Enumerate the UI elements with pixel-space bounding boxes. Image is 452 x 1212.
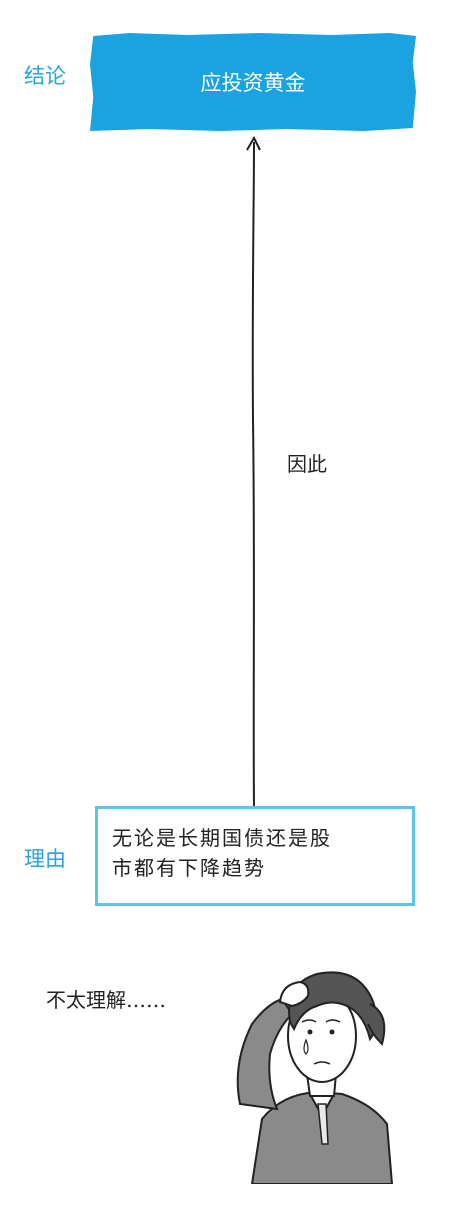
reason-box: 无论是长期国债还是股 市都有下降趋势 [95,806,415,906]
arrow-connector [246,135,261,807]
reason-text-line-1: 无论是长期国债还是股 [112,826,332,850]
confused-thought-text: 不太理解…… [46,988,166,1012]
therefore-label: 因此 [287,452,327,476]
conclusion-text: 应投资黄金 [200,71,306,95]
reason-text-line-2: 市都有下降趋势 [112,856,266,880]
arrow-head [246,135,261,151]
confused-person-illustration [236,971,394,1184]
conclusion-side-label: 结论 [24,64,66,88]
conclusion-box: 应投资黄金 [90,33,416,131]
arrow-line [251,141,255,807]
reason-side-label: 理由 [24,847,66,871]
